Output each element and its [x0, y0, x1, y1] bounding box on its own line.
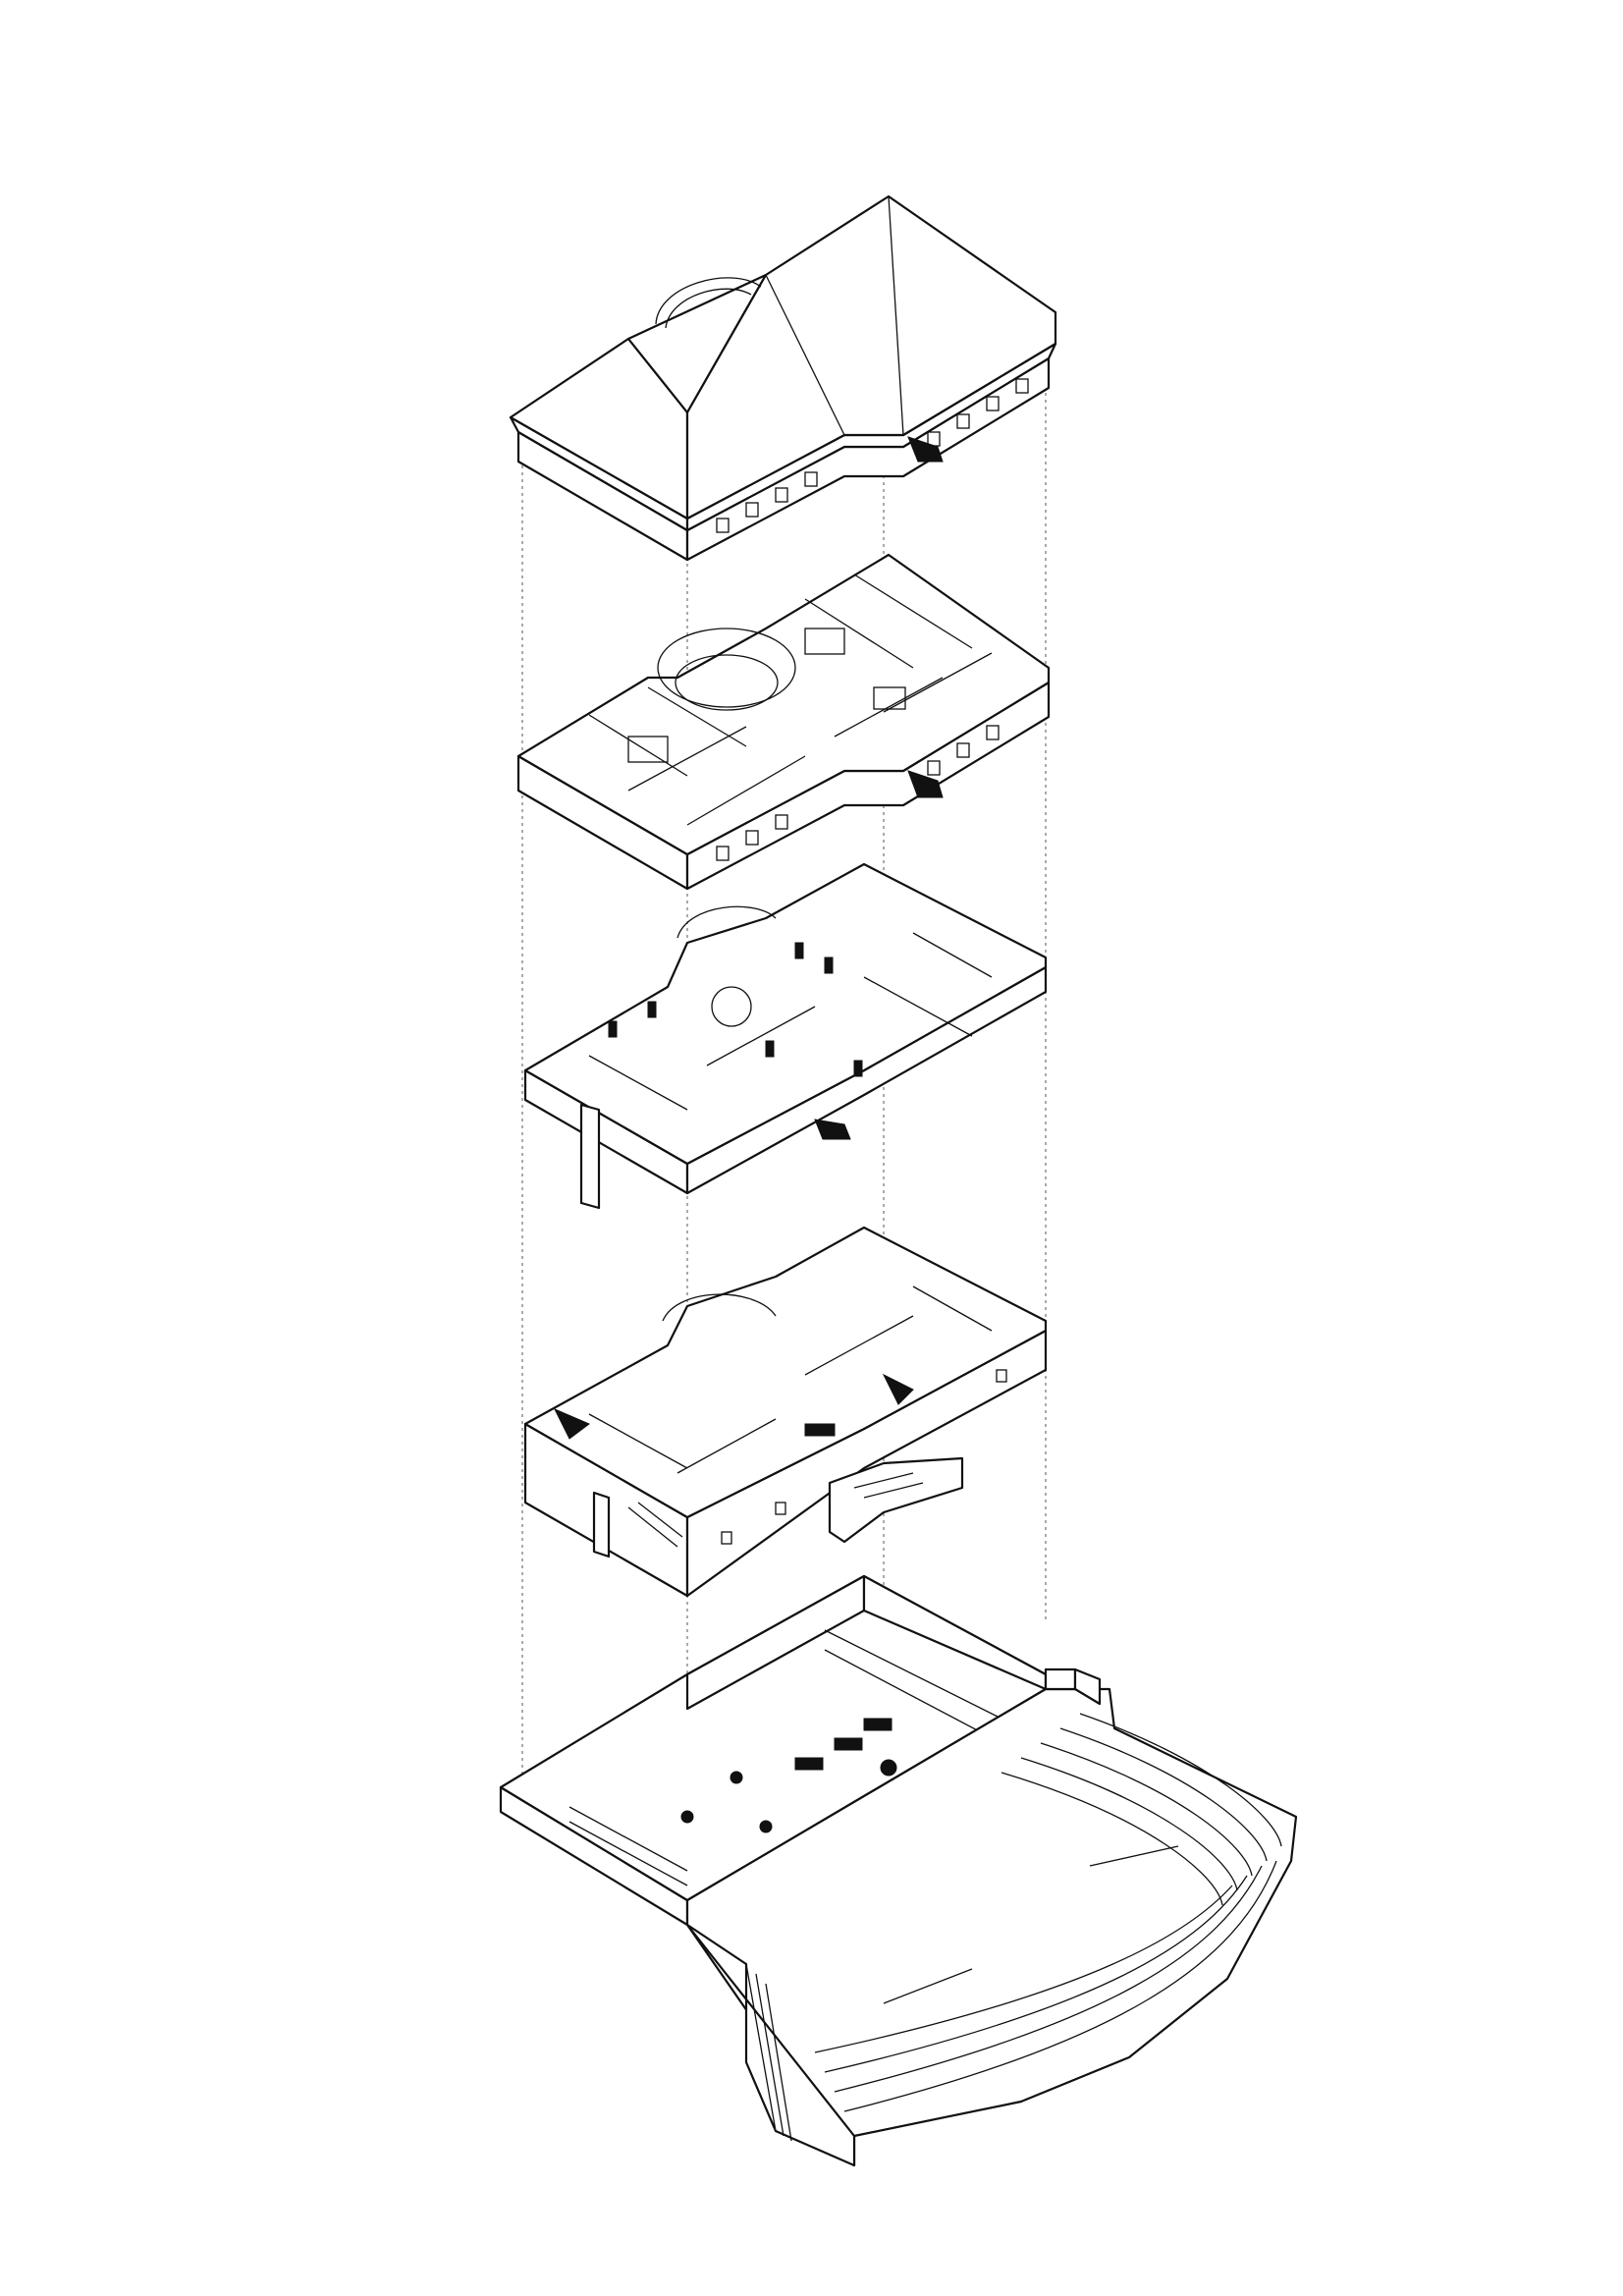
- ground-floor-windows: [721, 1369, 1007, 1545]
- roof-stair-block: [907, 436, 944, 463]
- ground-floor-stair-annex: [828, 1456, 964, 1544]
- layer-ground-floor: [523, 1226, 1048, 1598]
- layer-basement: [499, 1574, 1298, 2167]
- upper-floor-furniture: [588, 932, 993, 1111]
- upper-floor-column: [579, 1103, 601, 1210]
- ground-floor-partitions: [553, 1285, 993, 1474]
- amphitheatre: [685, 1667, 1298, 2167]
- attic-room-partitions: [588, 574, 993, 826]
- basement-shelving: [568, 1629, 1022, 1886]
- attic-stair-block: [907, 770, 944, 798]
- layer-upper-floor: [523, 862, 1048, 1210]
- ground-floor-column: [592, 1491, 611, 1558]
- layer-attic-level: [516, 553, 1051, 891]
- attic-windows: [716, 725, 1000, 861]
- roof-level-windows: [716, 378, 1029, 533]
- upper-floor-stair-block: [814, 1119, 851, 1140]
- layer-roof: [509, 194, 1057, 562]
